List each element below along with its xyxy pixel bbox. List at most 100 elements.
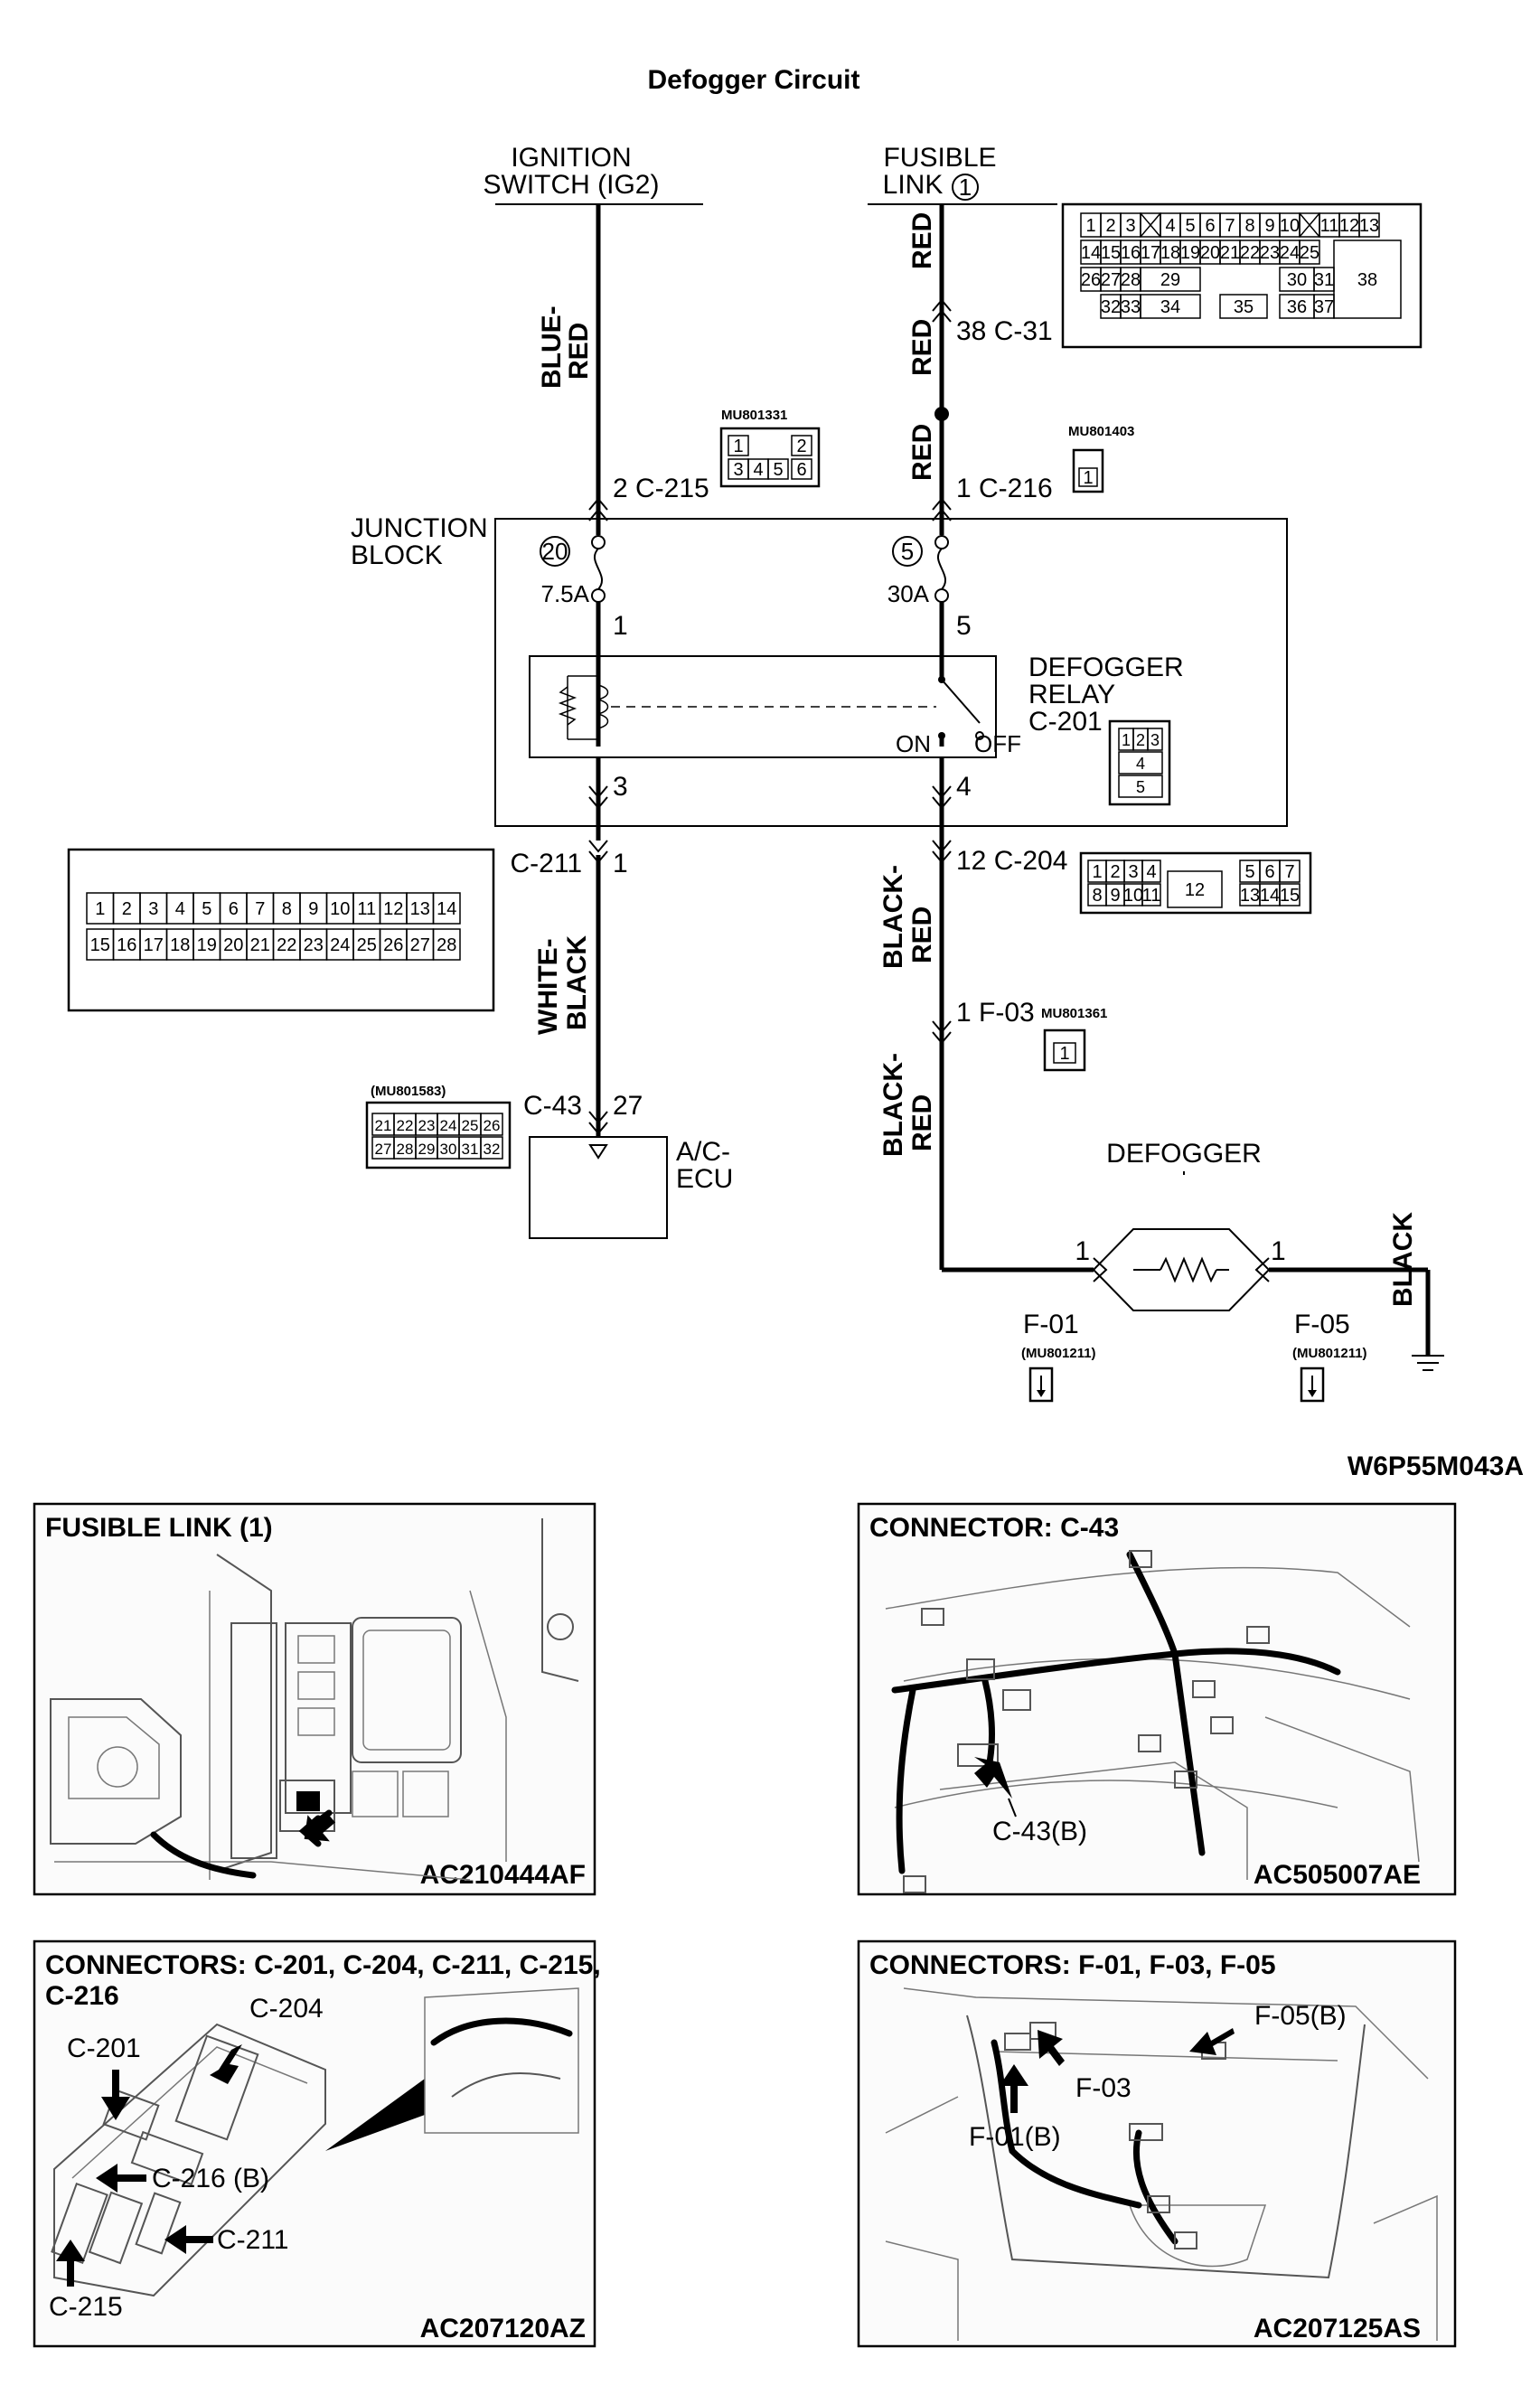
panel-2-callout: C-43(B) xyxy=(992,1817,1087,1846)
connector-f05: F-05 (MU801211) xyxy=(1292,1310,1367,1403)
c215-pin: 3 xyxy=(733,460,743,480)
c211-pin: 4 xyxy=(175,899,185,919)
c31-pin: 20 xyxy=(1200,243,1220,263)
pin-label-c43: C-43 xyxy=(523,1091,582,1121)
connector-c216-face: MU801403 1 xyxy=(1068,424,1134,493)
defogger-pin-left: 1 xyxy=(1075,1236,1090,1266)
c31-pin: 18 xyxy=(1160,243,1180,263)
c204-pin: 10 xyxy=(1123,886,1143,906)
connector-code-c215: MU801331 xyxy=(721,408,787,423)
c31-pin: 4 xyxy=(1165,216,1175,236)
defogger-element: DEFOGGER 1 1 xyxy=(1075,1139,1286,1311)
fuse-right-number: 5 xyxy=(901,538,914,565)
c31-pin: 14 xyxy=(1081,243,1101,263)
c215-pin: 1 xyxy=(733,437,743,456)
c201-pin: 4 xyxy=(1136,755,1145,773)
jb-pin-3: 3 xyxy=(613,772,628,802)
c43-pin: 29 xyxy=(418,1141,436,1158)
jb-pin-5: 5 xyxy=(956,611,972,641)
panel-3-callout-c215: C-215 xyxy=(49,2292,123,2322)
c201-pin: 5 xyxy=(1136,778,1145,796)
wire-fusible-to-defogger xyxy=(934,204,1094,1273)
c201-pin: 1 xyxy=(1122,731,1131,749)
c31-pin: 15 xyxy=(1101,243,1121,263)
wire-color-black: BLACK xyxy=(1388,1212,1418,1307)
c31-pin: 35 xyxy=(1234,297,1254,317)
pin-label-c211-pin: 1 xyxy=(613,849,628,878)
c31-cell xyxy=(1299,240,1320,265)
wire-color-red-1: RED xyxy=(907,212,937,269)
panel-4-callout-f03: F-03 xyxy=(1075,2073,1132,2103)
c211-pin: 16 xyxy=(117,935,136,955)
fusible-link-source: FUSIBLE LINK 1 xyxy=(868,143,1057,205)
c211-pin: 15 xyxy=(90,935,110,955)
c43-pin: 21 xyxy=(375,1117,392,1134)
c31-cell xyxy=(1313,294,1335,319)
c31-pin: 28 xyxy=(1121,270,1141,290)
c43-pin: 28 xyxy=(397,1141,414,1158)
ecu-label-2: ECU xyxy=(676,1164,733,1194)
fusible-label-line2: LINK xyxy=(883,170,944,200)
c31-pin: 6 xyxy=(1205,216,1215,236)
c211-pin: 23 xyxy=(304,935,324,955)
c31-large-pin: 38 xyxy=(1357,270,1377,290)
c31-pin: 8 xyxy=(1244,216,1254,236)
panel-4-title: CONNECTORS: F-01, F-03, F-05 xyxy=(869,1950,1276,1980)
splice-point xyxy=(934,407,949,421)
c204-pin: 6 xyxy=(1264,862,1274,882)
ecu-label-1: A/C- xyxy=(676,1137,730,1167)
panel-c201-group: CONNECTORS: C-201, C-204, C-211, C-215, … xyxy=(33,1939,601,2348)
c211-pin: 25 xyxy=(357,935,377,955)
connector-f03-face: MU801361 1 xyxy=(1041,1006,1107,1072)
connector-f01: F-01 (MU801211) xyxy=(1021,1310,1096,1403)
c215-pin: 5 xyxy=(773,460,783,480)
c211-pin: 26 xyxy=(383,935,403,955)
c201-cell xyxy=(1118,751,1163,775)
c31-pin: 33 xyxy=(1121,297,1141,317)
c211-pin: 28 xyxy=(437,935,456,955)
pin-label-c43-pin: 27 xyxy=(613,1091,643,1121)
wire-color-red-2: RED xyxy=(907,319,937,376)
c204-pin: 9 xyxy=(1110,886,1120,906)
panel-3-callout-c201: C-201 xyxy=(67,2033,141,2063)
c31-pin: 3 xyxy=(1125,216,1135,236)
panel-3-callout-c216: C-216 (B) xyxy=(152,2164,269,2193)
c43-cell xyxy=(480,1136,503,1160)
panel-2-title: CONNECTOR: C-43 xyxy=(869,1513,1119,1543)
c201-pin: 3 xyxy=(1150,731,1160,749)
c215-cell xyxy=(791,458,812,480)
c31-pin: 19 xyxy=(1180,243,1200,263)
fusible-label-line1: FUSIBLE xyxy=(883,143,996,173)
panel-1-title: FUSIBLE LINK (1) xyxy=(45,1513,273,1543)
fusible-number-circle xyxy=(952,174,979,201)
fuse-left-rating: 7.5A xyxy=(541,580,590,607)
c43-cell xyxy=(480,1113,503,1136)
c31-pin: 29 xyxy=(1160,270,1180,290)
panel-4-callout-f05: F-05(B) xyxy=(1254,2001,1347,2031)
c31-pin: 11 xyxy=(1320,216,1339,236)
c211-pin: 6 xyxy=(229,899,239,919)
c31-pin: 25 xyxy=(1300,243,1319,263)
panel-3-title-line1: CONNECTORS: C-201, C-204, C-211, C-215, xyxy=(45,1950,601,1980)
wire-color-black-red-1: BLACK- xyxy=(878,865,908,969)
wire-color-white-black-2: BLACK xyxy=(562,935,592,1030)
c211-pin: 5 xyxy=(202,899,211,919)
c211-pin: 2 xyxy=(122,899,132,919)
defogger-label: DEFOGGER xyxy=(1106,1139,1262,1169)
c204-cell xyxy=(1141,883,1161,906)
connector-code-f05: (MU801211) xyxy=(1292,1346,1367,1361)
c31-cell xyxy=(1140,267,1201,292)
c31-pin: 34 xyxy=(1160,297,1180,317)
c215-cell xyxy=(767,458,789,480)
junction-block: JUNCTION BLOCK 20 7.5A 1 5 30A 5 xyxy=(351,513,1288,827)
panel-f-connectors: CONNECTORS: F-01, F-03, F-05 AC207125AS … xyxy=(857,1939,1457,2348)
c201-cell xyxy=(1147,728,1163,751)
jb-pin-4: 4 xyxy=(956,772,972,802)
c43-pin: 22 xyxy=(397,1117,414,1134)
c211-pin: 11 xyxy=(357,899,376,919)
c31-pin: 30 xyxy=(1287,270,1307,290)
c31-pin: 2 xyxy=(1105,216,1115,236)
